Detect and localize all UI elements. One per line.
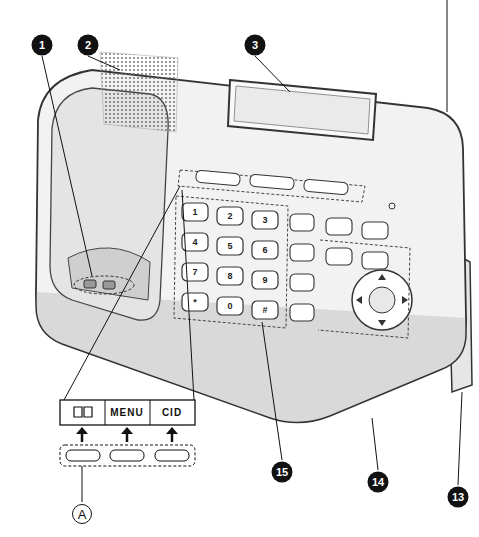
soft-key <box>250 174 295 190</box>
key-label: 3 <box>262 216 267 225</box>
callout-number: 1 <box>32 35 53 56</box>
callout-number: 15 <box>272 462 293 483</box>
key-label: 5 <box>227 242 232 251</box>
soft-key-label: MENU <box>110 408 143 418</box>
key-label: 6 <box>262 246 267 255</box>
charge-contacts-ring <box>74 276 134 294</box>
charge-contact <box>84 280 96 288</box>
key-label: 1 <box>192 208 197 217</box>
key-label: 0 <box>227 302 232 311</box>
soft-key <box>304 179 349 195</box>
phonebook-icon <box>74 407 92 417</box>
callout-number: 14 <box>368 472 389 493</box>
key-label: 4 <box>192 238 197 247</box>
key-label: # <box>262 306 267 315</box>
navigator-key <box>352 270 412 330</box>
key-label: 9 <box>262 276 267 285</box>
callout-number: 3 <box>245 35 266 56</box>
dial-keys <box>182 203 278 319</box>
callout-letter: A <box>72 504 92 524</box>
key-label: 8 <box>227 272 232 281</box>
nav-arrows <box>356 274 408 326</box>
play-key <box>369 287 395 313</box>
key-label: 7 <box>192 268 197 277</box>
nav-group <box>318 240 410 338</box>
callout-number: 2 <box>78 35 99 56</box>
display-window <box>234 86 370 134</box>
keypad-group <box>174 196 288 328</box>
soft-key-group <box>178 170 365 202</box>
charge-contact <box>103 281 115 289</box>
soft-key-inset <box>60 400 195 466</box>
soft-key-label: CID <box>162 408 182 418</box>
display <box>228 80 376 140</box>
soft-key <box>196 170 241 186</box>
leader-lines <box>42 0 462 502</box>
indicator-lamp <box>389 203 395 209</box>
callout-number: 13 <box>448 487 469 508</box>
key-label: 2 <box>227 212 232 221</box>
key-label: * <box>193 298 197 307</box>
speaker-grille <box>100 52 178 132</box>
cradle-recess <box>68 248 150 300</box>
